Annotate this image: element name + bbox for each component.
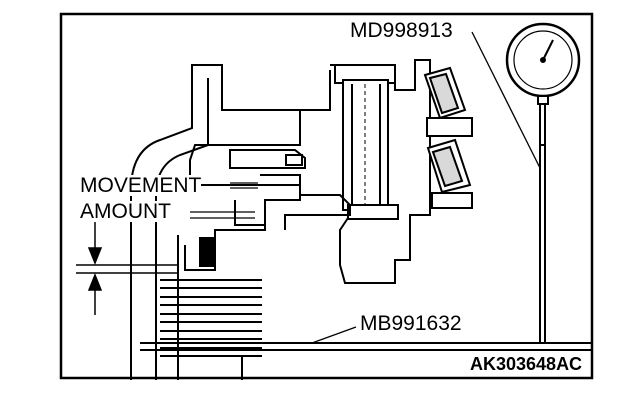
movement-label-line2: AMOUNT <box>80 200 171 223</box>
figure-frame <box>59 12 594 380</box>
movement-label-line1: MOVEMENT <box>80 174 202 197</box>
leader-lines <box>190 31 541 344</box>
tool-label-mb991632: MB991632 <box>360 312 462 335</box>
movement-arrow-icon <box>76 222 178 315</box>
dial-indicator-icon <box>505 22 581 343</box>
clutch-plates <box>160 279 262 380</box>
bearing-rollers <box>423 66 473 209</box>
tool-label-md998913: MD998913 <box>350 19 453 42</box>
straightedge-tool <box>140 342 592 351</box>
center-bolt <box>334 64 399 220</box>
piston-arm <box>229 149 351 230</box>
figure-code: AK303648AC <box>470 354 583 374</box>
